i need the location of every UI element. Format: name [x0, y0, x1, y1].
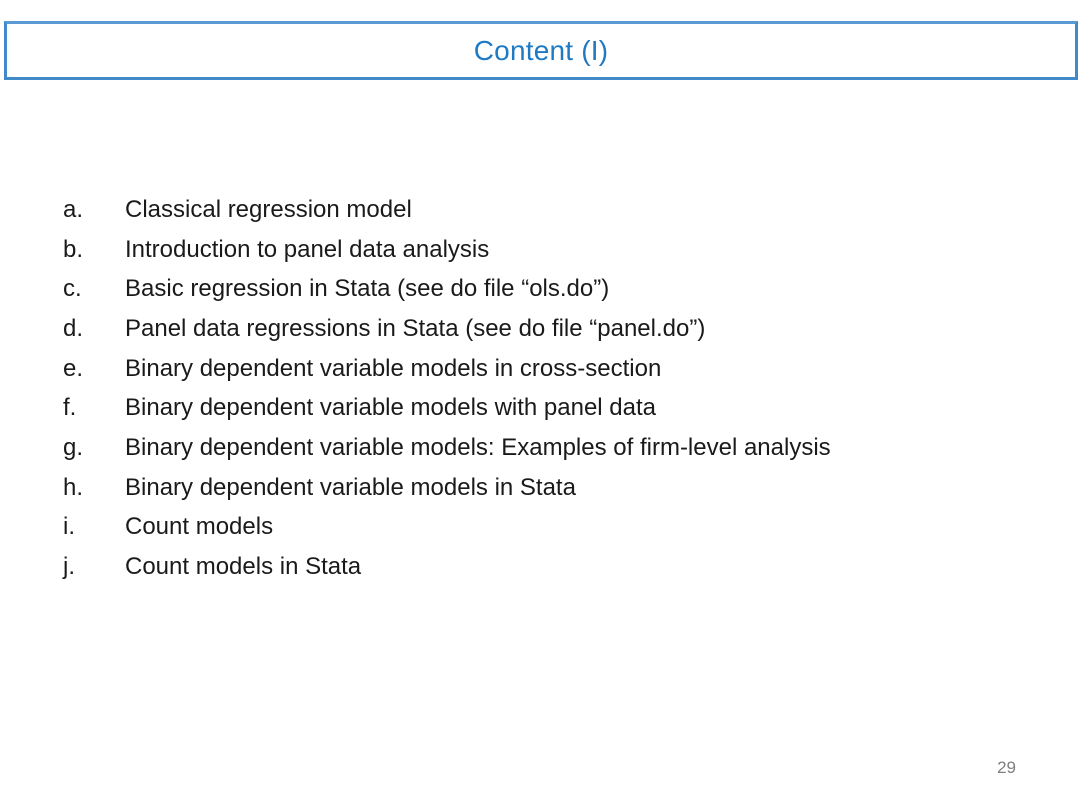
list-item: h. Binary dependent variable models in S…	[63, 468, 1023, 508]
list-item-text: Binary dependent variable models in Stat…	[125, 473, 576, 501]
list-item-text: Count models	[125, 513, 274, 541]
list-item: d. Panel data regressions in Stata (see …	[63, 309, 1023, 349]
list-item-letter: d.	[63, 314, 84, 342]
list-item-letter: j.	[63, 553, 75, 581]
list-item-letter: f.	[63, 394, 77, 422]
list-item: f. Binary dependent variable models with…	[63, 388, 1023, 428]
list-item-letter: e.	[63, 354, 84, 382]
list-item: j. Count models in Stata	[63, 547, 1023, 587]
list-item-text: Introduction to panel data analysis	[125, 235, 490, 263]
list-item-text: Classical regression model	[125, 195, 412, 223]
list-item-letter: g.	[63, 433, 84, 461]
list-item: g. Binary dependent variable models: Exa…	[63, 428, 1023, 468]
list-item-text: Binary dependent variable models with pa…	[125, 394, 657, 422]
content-list: a. Classical regression model b. Introdu…	[63, 190, 1023, 587]
list-item: c. Basic regression in Stata (see do fil…	[63, 269, 1023, 309]
list-item-text: Binary dependent variable models: Exampl…	[125, 433, 831, 461]
list-item-text: Basic regression in Stata (see do file “…	[125, 275, 610, 303]
list-item-letter: i.	[63, 513, 75, 541]
slide-title-box: Content (I)	[4, 21, 1078, 80]
list-item-text: Count models in Stata	[125, 553, 362, 581]
list-item: a. Classical regression model	[63, 190, 1023, 230]
page-number: 29	[997, 758, 1016, 777]
list-item: e. Binary dependent variable models in c…	[63, 349, 1023, 389]
list-item-letter: c.	[63, 275, 82, 303]
list-item: i. Count models	[63, 508, 1023, 548]
slide-title: Content (I)	[473, 34, 609, 66]
list-item-text: Binary dependent variable models in cros…	[125, 354, 662, 382]
list-item: b. Introduction to panel data analysis	[63, 230, 1023, 270]
list-item-letter: a.	[63, 195, 84, 223]
list-item-text: Panel data regressions in Stata (see do …	[125, 314, 706, 342]
list-item-letter: h.	[63, 473, 84, 501]
list-item-letter: b.	[63, 235, 84, 263]
